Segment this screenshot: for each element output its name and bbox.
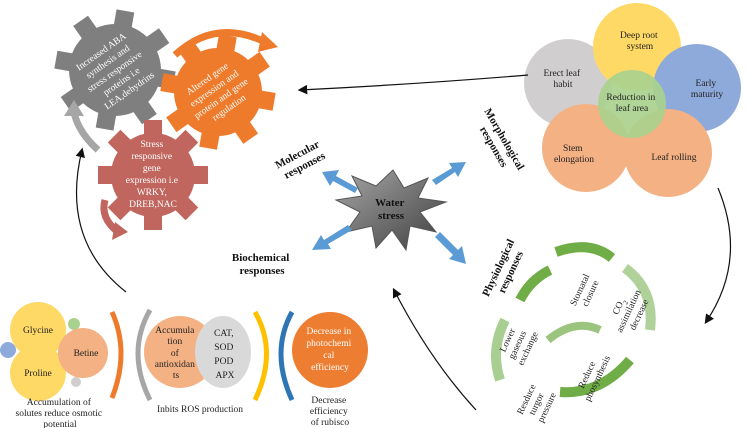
arrow-to-biochemical	[312, 225, 352, 250]
glycine-label: Glycine	[23, 326, 53, 336]
heading-biochemical: Biochemical responses	[232, 252, 292, 277]
petal-leaf-rolling-text: Leaf rolling	[651, 152, 696, 163]
gear-orange-gene-expression: Altered gene expression and protein and …	[160, 34, 276, 150]
center-leaf-area-text: Reduction in leaf area	[606, 93, 657, 114]
orange-curved-arrow	[172, 29, 267, 58]
proline-circle	[10, 345, 66, 401]
heading-molecular: Molecular responses	[273, 137, 330, 183]
petal-erect-leaf-text: Erect leaf habit	[543, 68, 582, 90]
petal-early-maturity-text: Early maturity	[691, 79, 723, 100]
physio-reduce-turgor: Resduce turgor pressure	[516, 381, 560, 426]
photochem-text: Decrease in photochemi cal efficiency	[306, 327, 353, 373]
petal-stem-elongation-text: Stem elongation	[554, 144, 594, 165]
arrow-to-morphological	[432, 162, 466, 185]
enzyme-oval	[195, 316, 251, 388]
biochemical-solutes: Glycine Proline Betine	[0, 302, 108, 401]
arrow-to-physiological	[435, 232, 466, 264]
caption-solutes: Accumulation of solutes reduce osmotic p…	[16, 397, 105, 428]
caption-rubisco: Decrease efficiency of rubisco	[310, 396, 350, 428]
gear-brown-stress-genes: Stress responsive gene expression i.e WR…	[98, 120, 208, 230]
petal-deep-root-text: Deep root system	[620, 31, 660, 52]
center-leaf-area	[598, 70, 666, 138]
biochemical-antioxidants: Accumula tion of antioxidan ts CAT, SOD …	[135, 308, 269, 402]
orange-bracket-1	[109, 310, 124, 399]
physiological-cycle	[491, 242, 656, 398]
proline-label: Proline	[24, 369, 51, 379]
heading-morphological: Morphological responses	[470, 106, 528, 181]
betine-circle	[58, 328, 108, 378]
photochem-circle	[292, 312, 368, 388]
flower-to-molecular-arrow	[297, 74, 529, 95]
gray-curved-arrow	[70, 111, 101, 153]
enzyme-text: CAT, SOD POD APX	[214, 329, 236, 381]
caption-ros: Inbits ROS production	[157, 405, 243, 415]
water-stress-star: Water stress	[334, 169, 448, 252]
antioxidant-oval	[144, 316, 216, 388]
water-stress-label: Water stress	[375, 197, 407, 222]
physiological-to-biochemical-arrow	[392, 287, 477, 411]
arrow-to-molecular	[322, 170, 358, 193]
morphological-flower: Reduction in leaf area Deep root system …	[524, 3, 741, 197]
biochemical-photochemical: Decrease in photochemi cal efficiency	[278, 310, 368, 402]
biochemical-to-molecular-arrow	[75, 147, 127, 293]
antioxidant-text: Accumula tion of antioxidan ts	[155, 326, 197, 381]
gear-gray-aba: Increased ABA synthesis and stress respo…	[54, 9, 176, 131]
glycine-circle	[10, 302, 66, 358]
betine-label: Betine	[74, 349, 99, 359]
gear-brown-text: Stress responsive gene expression i.e WR…	[126, 140, 181, 210]
flower-to-physiological-arrow	[704, 187, 732, 324]
physio-stomatal-closure: Stomatal closure	[569, 271, 603, 313]
